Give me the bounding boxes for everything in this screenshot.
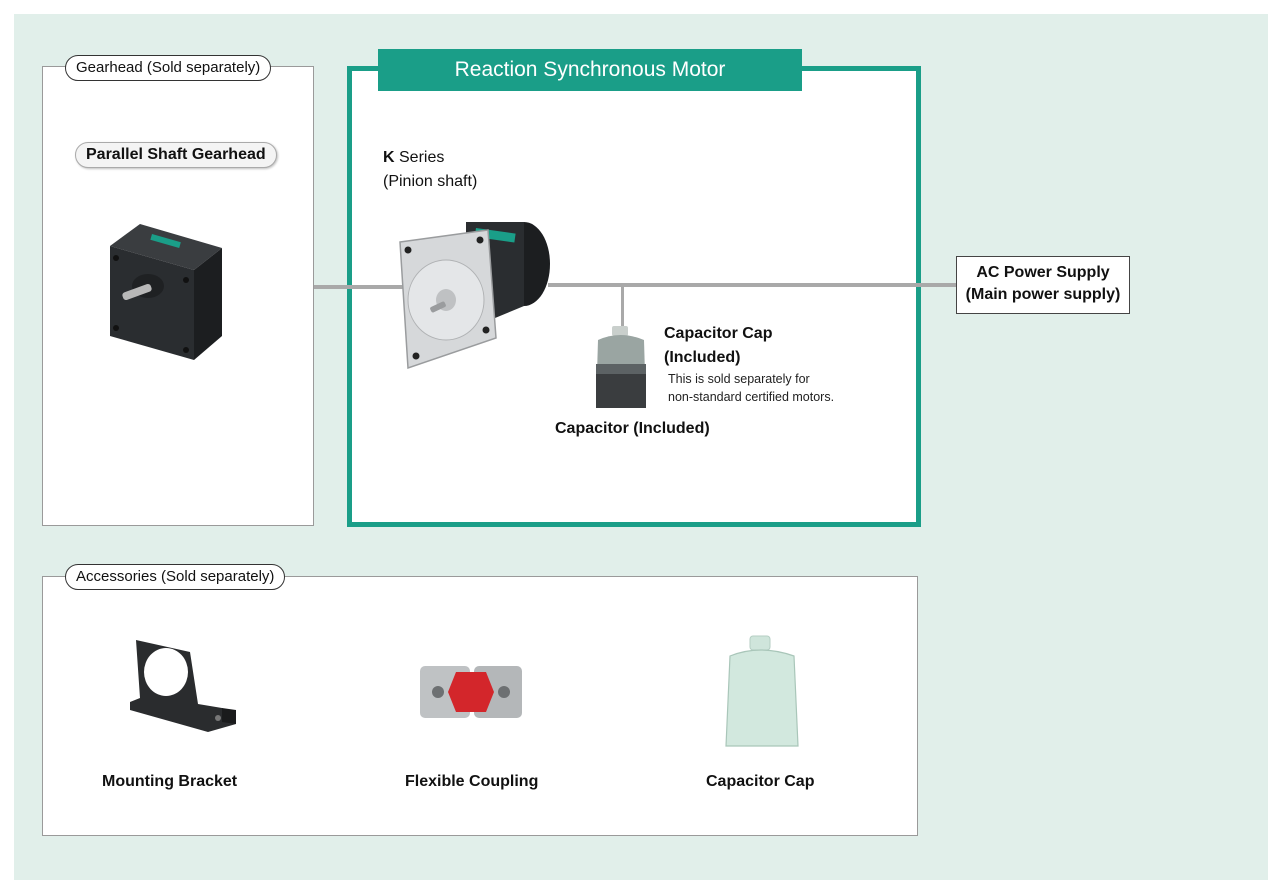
capacitor-cap-note-line2: non-standard certified motors. (668, 390, 835, 404)
ac-power-line1: AC Power Supply (976, 264, 1110, 281)
wire-to-capacitor (621, 285, 624, 328)
ac-power-supply-box: AC Power Supply (Main power supply) (956, 256, 1130, 314)
gearhead-section-label: Gearhead (Sold separately) (65, 55, 272, 81)
capacitor-cap-image (725, 635, 799, 747)
pinion-shaft-label: (Pinion shaft) (383, 173, 478, 190)
wire-motor-to-power (548, 283, 956, 287)
parallel-shaft-gearhead-label: Parallel Shaft Gearhead (75, 142, 277, 168)
series-label: K Series (383, 146, 444, 169)
capacitor-cap-included-label: (Included) (664, 349, 741, 366)
flexible-coupling-image (420, 666, 522, 718)
series-suffix: Series (394, 149, 445, 166)
gearhead-image (110, 224, 222, 360)
capacitor-cap-label: Capacitor Cap (664, 325, 773, 342)
mounting-bracket-image (130, 640, 236, 732)
motor-title: Reaction Synchronous Motor (378, 49, 802, 91)
capacitor-cap-accessory-label: Capacitor Cap (706, 773, 815, 790)
accessories-section-label: Accessories (Sold separately) (65, 564, 286, 590)
wire-gearhead-to-motor (314, 285, 408, 289)
series-prefix: K (383, 149, 395, 166)
ac-power-line2: (Main power supply) (965, 286, 1121, 303)
flexible-coupling-label: Flexible Coupling (405, 773, 539, 790)
capacitor-included-label: Capacitor (Included) (555, 420, 710, 437)
capacitor-image (596, 326, 646, 408)
motor-image (399, 222, 550, 370)
capacitor-cap-note-line1: This is sold separately for (668, 372, 810, 386)
mounting-bracket-label: Mounting Bracket (102, 773, 238, 790)
